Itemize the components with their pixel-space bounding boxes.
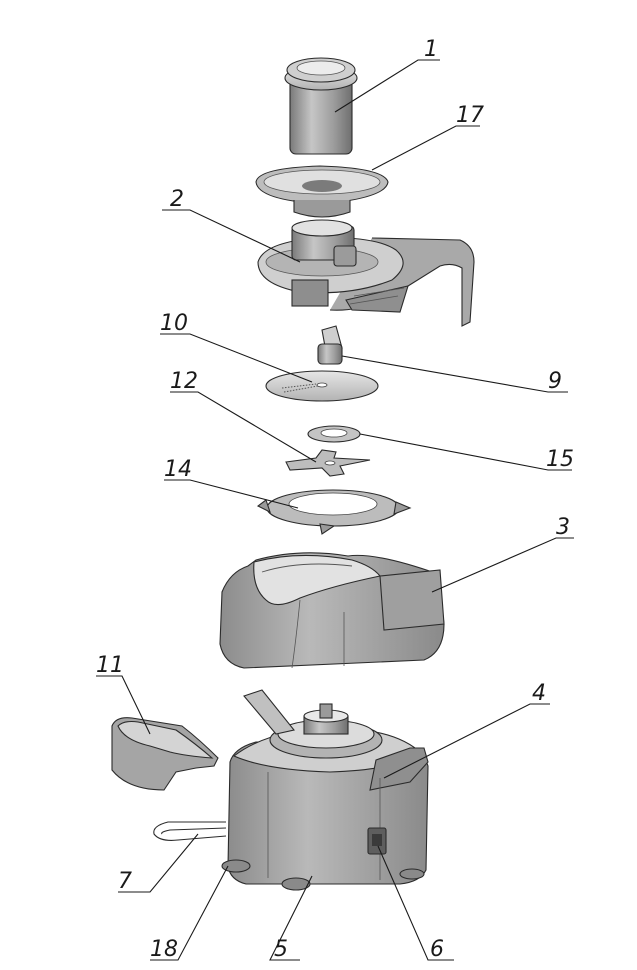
lid-part: [257, 219, 475, 327]
part-number-18: 18: [150, 937, 178, 962]
feed-tray-part: [255, 165, 389, 218]
cross-blade-part: [285, 449, 371, 477]
part-number-4: 4: [532, 681, 546, 706]
part-number-labels: 1 17 2 10 9 12 15 14 3 11 4 7 18 5 6: [96, 37, 574, 962]
motor-base-part: [153, 689, 429, 891]
part-number-14: 14: [164, 457, 192, 482]
part-number-3: 3: [556, 515, 570, 540]
part-number-7: 7: [118, 869, 132, 894]
part-number-15: 15: [546, 447, 574, 472]
part-number-5: 5: [274, 937, 288, 962]
ring-part: [307, 425, 361, 443]
accessory-part: [111, 717, 219, 791]
leader-lines: [96, 59, 574, 961]
part-number-12: 12: [170, 369, 198, 394]
housing-part: [219, 552, 445, 669]
part-number-2: 2: [170, 187, 184, 212]
coupling-part: [317, 325, 343, 365]
pusher-part: [284, 57, 358, 155]
part-number-1: 1: [424, 37, 438, 62]
part-number-10: 10: [160, 311, 188, 336]
part-number-11: 11: [96, 653, 124, 678]
part-number-6: 6: [430, 937, 444, 962]
part-number-17: 17: [456, 103, 484, 128]
spacer-ring-part: [256, 489, 412, 535]
part-number-9: 9: [548, 369, 562, 394]
grating-disc-part: [265, 370, 379, 402]
